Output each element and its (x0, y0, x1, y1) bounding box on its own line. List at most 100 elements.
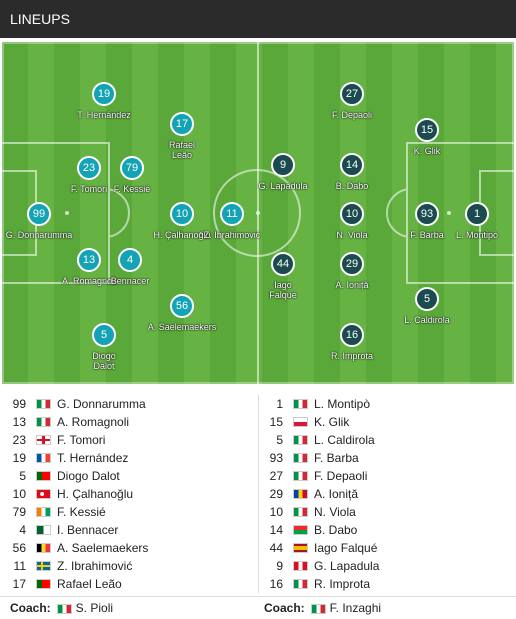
pitch-player-home[interactable]: 19 T. Hernández (49, 82, 159, 120)
sweden-flag-icon (36, 561, 51, 571)
pitch-player-home[interactable]: 4 Bennacer (75, 248, 185, 286)
england-flag-icon (36, 435, 51, 445)
coach-name: S. Pioli (75, 601, 114, 615)
lineup-row[interactable]: 44 Iago Falqué (259, 539, 514, 557)
player-name[interactable]: L. Montipò (314, 397, 371, 411)
italy-flag-icon (293, 399, 308, 409)
pitch-player-away[interactable]: 14 B. Dabo (297, 153, 407, 191)
pitch-player-away[interactable]: 16 R. Improta (297, 323, 407, 361)
pitch-player-away[interactable]: 15 K. Glik (372, 118, 482, 156)
turkey-flag-icon (36, 489, 51, 499)
player-name[interactable]: Rafael Leão (57, 577, 122, 591)
shirt-number: 10 (269, 505, 283, 519)
player-name[interactable]: H. Çalhanoğlu (57, 487, 134, 501)
pitch-player-home[interactable]: 5 Diogo Dalot (49, 323, 159, 371)
player-name: L. Montipò (455, 230, 499, 240)
lineup-row[interactable]: 93 F. Barba (259, 449, 514, 467)
shirt-number: 9 (271, 153, 295, 177)
pitch-player-away[interactable]: 1 L. Montipò (422, 202, 514, 240)
lineup-row[interactable]: 10 H. Çalhanoğlu (2, 485, 258, 503)
player-name: G. Lapadula (258, 181, 308, 191)
lineup-row[interactable]: 1 L. Montipò (259, 395, 514, 413)
player-name[interactable]: F. Tomori (57, 433, 106, 447)
player-name[interactable]: F. Kessié (57, 505, 106, 519)
player-name[interactable]: F. Depaoli (314, 469, 368, 483)
spain-flag-icon (293, 543, 308, 553)
pitch-player-home[interactable]: 11 Z. Ibrahimović (177, 202, 287, 240)
shirt-number: 13 (12, 415, 26, 429)
player-name[interactable]: Z. Ibrahimović (57, 559, 133, 573)
lineup-row[interactable]: 9 G. Lapadula (259, 557, 514, 575)
shirt-number: 1 (276, 397, 283, 411)
shirt-number: 16 (269, 577, 283, 591)
shirt-number: 13 (77, 248, 101, 272)
player-name[interactable]: K. Glik (314, 415, 350, 429)
player-name[interactable]: R. Improta (314, 577, 371, 591)
player-name[interactable]: A. Ioniță (314, 487, 359, 501)
shirt-number: 44 (269, 541, 283, 555)
shirt-number: 17 (170, 112, 194, 136)
pitch-player-home[interactable]: 17 Rafael Leão (127, 112, 237, 160)
lineup-row[interactable]: 13 A. Romagnoli (2, 413, 258, 431)
player-name[interactable]: N. Viola (314, 505, 356, 519)
shirt-number: 14 (269, 523, 283, 537)
pitch-player-away[interactable]: 10 N. Viola (297, 202, 407, 240)
lineup-row[interactable]: 99 G. Donnarumma (2, 395, 258, 413)
pitch-player-away[interactable]: 5 L. Caldirola (372, 287, 482, 325)
home-coach[interactable]: Coach:S. Pioli (10, 597, 113, 619)
pitch-player-away[interactable]: 29 A. Ioniță (297, 252, 407, 290)
pitch-player-away[interactable]: 44 Iago Falqué (228, 252, 338, 300)
shirt-number: 1 (465, 202, 489, 226)
shirt-number: 9 (276, 559, 283, 573)
player-name[interactable]: G. Lapadula (314, 559, 380, 573)
away-penalty-box (406, 142, 514, 284)
pitch-player-home[interactable]: 99 G. Donnarumma (2, 202, 94, 240)
lineup-row[interactable]: 16 R. Improta (259, 575, 514, 593)
shirt-number: 93 (269, 451, 283, 465)
lineup-row[interactable]: 10 N. Viola (259, 503, 514, 521)
pitch-player-home[interactable]: 56 A. Saelemaekers (127, 294, 237, 332)
lineup-row[interactable]: 4 I. Bennacer (2, 521, 258, 539)
pitch-player-home[interactable]: 23 F. Tomori (34, 156, 144, 194)
player-name[interactable]: L. Caldirola (314, 433, 375, 447)
lineups-title: LINEUPS (10, 11, 70, 27)
lineup-row[interactable]: 56 A. Saelemaekers (2, 539, 258, 557)
pitch: 99 G. Donnarumma 13 A. Romagnoli 23 F. T… (2, 42, 514, 384)
player-name: A. Ioniță (335, 280, 369, 290)
player-name[interactable]: B. Dabo (314, 523, 358, 537)
pitch-player-away[interactable]: 93 F. Barba (372, 202, 482, 240)
lineup-row[interactable]: 14 B. Dabo (259, 521, 514, 539)
player-name[interactable]: Diogo Dalot (57, 469, 120, 483)
player-name[interactable]: I. Bennacer (57, 523, 119, 537)
away-coach[interactable]: Coach:F. Inzaghi (264, 597, 381, 619)
player-name: G. Donnarumma (5, 230, 73, 240)
pitch-player-home[interactable]: 10 H. Çalhanoğlu (127, 202, 237, 240)
player-name[interactable]: A. Romagnoli (57, 415, 130, 429)
italy-flag-icon (293, 507, 308, 517)
player-name: L. Caldirola (404, 315, 450, 325)
shirt-number: 56 (12, 541, 26, 555)
pitch-player-away[interactable]: 9 G. Lapadula (228, 153, 338, 191)
shirt-number: 4 (19, 523, 26, 537)
player-name[interactable]: Iago Falqué (314, 541, 378, 555)
pitch-player-away[interactable]: 27 F. Depaoli (297, 82, 407, 120)
shirt-number: 10 (12, 487, 26, 501)
player-name[interactable]: T. Hernández (57, 451, 129, 465)
player-name[interactable]: G. Donnarumma (57, 397, 146, 411)
pitch-player-home[interactable]: 13 A. Romagnoli (34, 248, 144, 286)
player-name[interactable]: F. Barba (314, 451, 359, 465)
player-name[interactable]: A. Saelemaekers (57, 541, 149, 555)
pitch-player-home[interactable]: 79 F. Kessié (77, 156, 187, 194)
shirt-number: 99 (12, 397, 26, 411)
shirt-number: 19 (92, 82, 116, 106)
